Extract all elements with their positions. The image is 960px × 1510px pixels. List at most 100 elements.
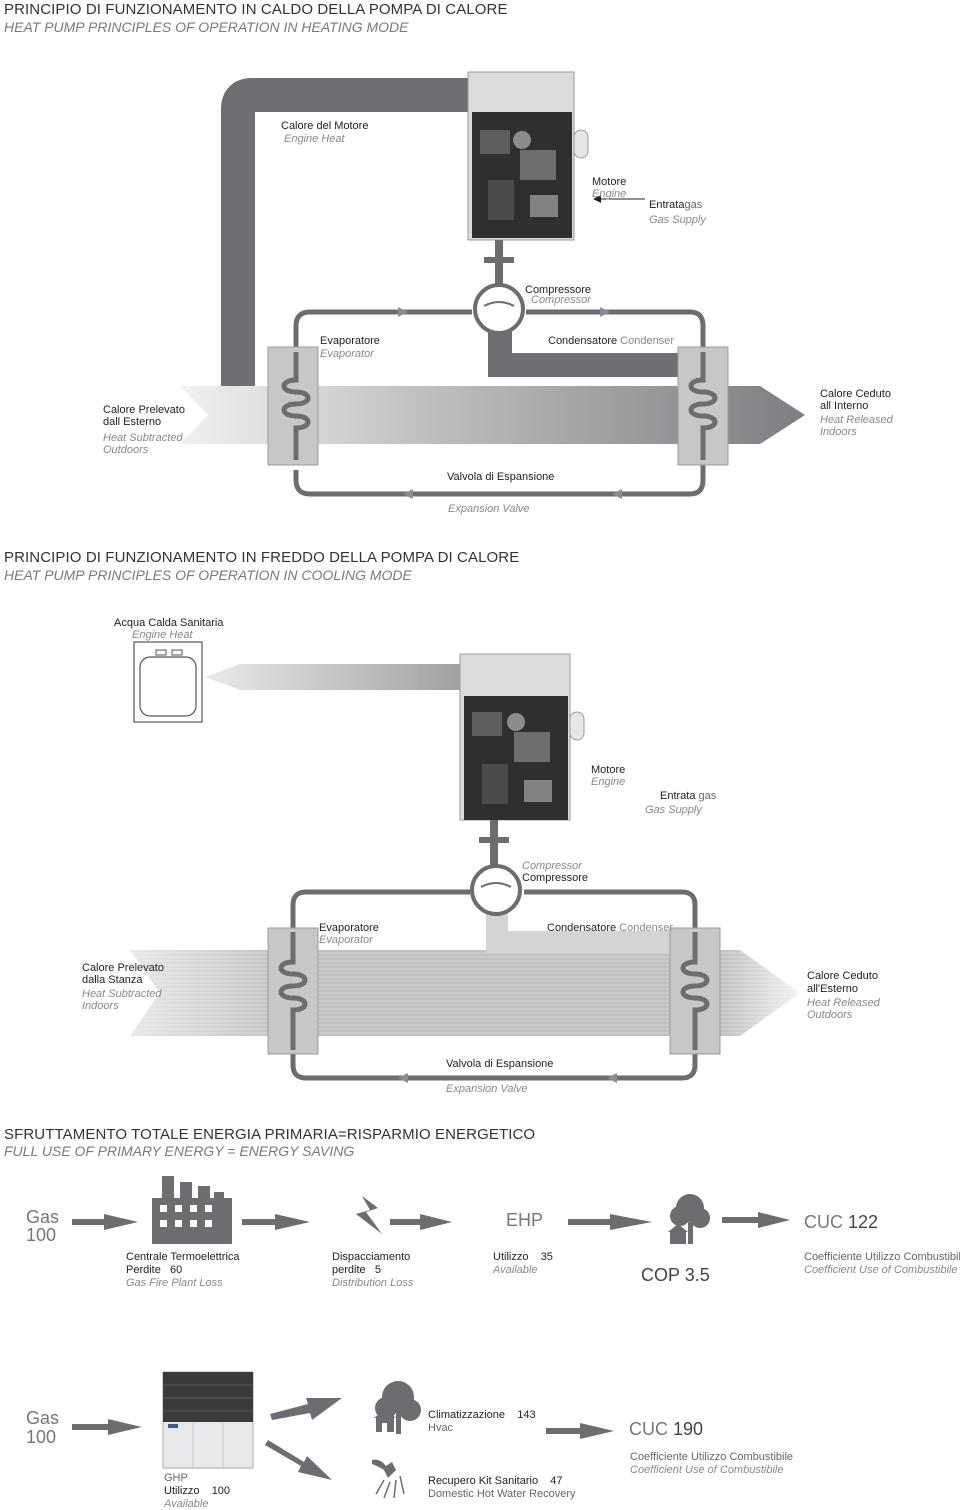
ghp-use-value: 100 — [211, 1485, 231, 1497]
kit-label: Recupero Kit Sanitario — [428, 1475, 539, 1487]
cooling-water-it: Acqua Calda Sanitaria — [114, 617, 224, 629]
cooling-right-it-2: all'Esterno — [807, 983, 859, 995]
heating-flow-arrow-1 — [403, 489, 413, 499]
ghp-use-en: Available — [164, 1498, 209, 1510]
heating-valve-en: Expansion Valve — [448, 503, 530, 515]
heating-left-it-2: dall Esterno — [103, 416, 162, 428]
heating-right-en-2: Indoors — [820, 426, 857, 438]
ehp-flow-arrows — [72, 1212, 790, 1230]
ghp-flow-arrows — [72, 1398, 614, 1480]
energy-title-it: SFRUTTAMENTO TOTALE ENERGIA PRIMARIA=RIS… — [4, 1126, 536, 1143]
heating-left-en-1: Heat Subtracted — [103, 432, 183, 444]
cooling-evaporator-en: Evaporator — [319, 934, 373, 946]
cooling-gas-label: Entrata gas — [660, 790, 716, 802]
heating-left-en-2: Outdoors — [103, 444, 149, 456]
ghp-cuc-en: Coefficient Use of Combustibile — [630, 1464, 784, 1476]
cooling-evaporator-coil — [278, 932, 308, 1050]
cooling-condenser-en: Condenser — [619, 922, 673, 934]
ghp-gas-label: Gas — [26, 1408, 60, 1428]
heating-gas-it-b: gas — [684, 199, 703, 211]
ehp-row-graphics — [72, 1176, 790, 1244]
plant-en: Gas Fire Plant Loss — [126, 1277, 223, 1289]
cop-label: COP — [641, 1265, 680, 1285]
heating-title-it: PRINCIPIO DI FUNZIONAMENTO IN CALDO DELL… — [4, 1, 508, 18]
heating-evaporator-coil — [281, 352, 311, 460]
cooling-left-en-1: Heat Subtracted — [82, 988, 162, 1000]
ehp-use-value: 35 — [540, 1251, 553, 1263]
heating-flow-arrow-2 — [612, 489, 622, 499]
ghp-cuc-it: Coefficiente Utilizzo Combustibile — [630, 1451, 794, 1463]
ehp-gas-label: Gas — [26, 1207, 60, 1227]
heating-title-en: HEAT PUMP PRINCIPLES OF OPERATION IN HEA… — [4, 19, 409, 35]
ehp-cuc: CUC 122 — [804, 1212, 878, 1233]
ehp-cuc-value: 122 — [848, 1212, 879, 1232]
cooling-water-en: Engine Heat — [132, 629, 193, 641]
cooling-compressor-circle — [470, 864, 522, 916]
heating-evaporator-en: Evaporator — [320, 348, 374, 360]
ehp-use-en: Available — [493, 1264, 538, 1276]
cooling-left-it-2: dalla Stanza — [82, 974, 143, 986]
cooling-right-it-1: Calore Ceduto — [807, 970, 878, 982]
heating-motor-it: Motore — [592, 176, 627, 188]
heating-valve-it: Valvola di Espansione — [447, 471, 555, 483]
plant-it: Centrale Termoelettrica — [126, 1251, 240, 1263]
ghp-row-graphics — [72, 1371, 614, 1499]
cooling-condenser-it: Condensatore — [547, 922, 617, 934]
cooling-engine-side-cap — [569, 711, 585, 741]
heating-right-it-2: all Interno — [820, 400, 869, 412]
shower-icon — [372, 1459, 405, 1499]
ehp-gas-value: 100 — [26, 1225, 57, 1245]
hvac-tree-house-icon — [374, 1381, 421, 1434]
plant-loss: Perdite 60 — [126, 1264, 182, 1276]
cooling-right-en-1: Heat Released — [807, 997, 880, 1009]
cooling-flow-arrow-2 — [607, 1073, 617, 1083]
clima-value: 143 — [517, 1409, 536, 1421]
cooling-left-en-2: Indoors — [82, 1000, 119, 1012]
kit-en: Domestic Hot Water Recovery — [428, 1488, 576, 1500]
cooling-valve-en: Expansion Valve — [446, 1083, 528, 1095]
heating-heat-flow-arrow — [180, 386, 805, 444]
tree-house-icon — [668, 1194, 710, 1244]
ehp-label: EHP — [506, 1210, 544, 1230]
cooling-compressor-pipe — [486, 910, 690, 953]
plant-loss-label: Perdite — [126, 1264, 161, 1276]
heating-engine-side-cap — [573, 129, 589, 159]
cooling-right-en-2: Outdoors — [807, 1009, 853, 1021]
cooling-motor-it: Motore — [591, 764, 626, 776]
cooling-diagram — [130, 641, 800, 1083]
heating-condenser-label: Condensatore Condenser — [548, 335, 674, 347]
kit: Recupero Kit Sanitario 47 — [428, 1475, 563, 1487]
ghp-unit-label: GHP — [164, 1472, 188, 1484]
energy-title-en: FULL USE OF PRIMARY ENERGY = ENERGY SAVI… — [4, 1143, 355, 1159]
cooling-water-tank — [133, 641, 203, 723]
heating-condenser-it: Condensatore — [548, 335, 618, 347]
cooling-refrigerant-circuit — [290, 889, 698, 1081]
ehp-cuc-it: Coefficiente Utilizzo Combustibile — [804, 1251, 960, 1263]
lightning-icon — [356, 1196, 382, 1234]
heating-engine-heat-en: Engine Heat — [284, 133, 345, 145]
heating-refrigerant-circuit — [293, 309, 706, 497]
heating-engine-heat-it: Calore del Motore — [281, 120, 369, 132]
heating-right-en-1: Heat Released — [820, 414, 893, 426]
clima: Climatizzazione 143 — [428, 1409, 536, 1421]
cooling-evaporator-it: Evaporatore — [319, 922, 379, 934]
heating-gas-label: Entratagas — [649, 199, 702, 211]
dist-loss-label: perdite — [332, 1264, 366, 1276]
ghp-cuc-value: 190 — [673, 1419, 704, 1439]
heating-compressor-it: Compressore — [525, 284, 592, 296]
cooling-condenser-label: Condensatore Condenser — [547, 922, 673, 934]
cooling-engine-heat-arrow — [205, 664, 460, 690]
ehp-cuc-label: CUC — [804, 1212, 843, 1232]
heating-flow-arrow-4 — [600, 307, 610, 317]
cop: COP 3.5 — [641, 1265, 710, 1286]
ghp-use-label: Utilizzo — [164, 1485, 200, 1497]
ghp-use: Utilizzo 100 — [164, 1485, 230, 1497]
cooling-gas-en: Gas Supply — [645, 804, 702, 816]
cooling-valve-it: Valvola di Espansione — [446, 1058, 554, 1070]
dist-it: Dispacciamento — [332, 1251, 411, 1263]
dist-en: Distribution Loss — [332, 1277, 414, 1289]
ghp-cuc-label: CUC — [629, 1419, 668, 1439]
ehp-cuc-en: Coefficient Use of Combustibile — [804, 1264, 958, 1276]
heating-gas-en: Gas Supply — [649, 214, 706, 226]
